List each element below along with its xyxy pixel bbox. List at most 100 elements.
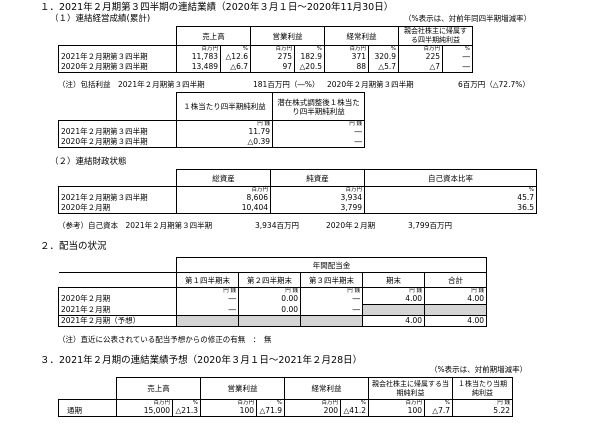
cell-value: 97: [250, 62, 295, 73]
cell-value: 0.00: [281, 294, 298, 304]
forecast-pct-note: （%表示は、対前期増減率）: [430, 365, 528, 374]
unit-label: 百万円: [423, 46, 440, 52]
cell-value: ―: [300, 304, 363, 316]
unit-label: 百万円: [153, 400, 170, 407]
cell-value: △7.7: [432, 406, 450, 415]
cell-value: ―: [442, 62, 473, 73]
cell-value: [300, 315, 363, 327]
header-ordinary-profit: 経常利益: [284, 377, 369, 400]
cell-value: [238, 315, 301, 327]
cell-value: △71.9: [259, 406, 282, 415]
unit-label: 百万円: [349, 46, 366, 52]
unit-label: %: [242, 46, 248, 52]
unit-label: 円 銭: [409, 288, 422, 295]
section2-title: ２．配当の状況: [40, 241, 107, 252]
row-label: 2021年２月期（予想）: [58, 315, 177, 327]
cell-value: ―: [462, 52, 471, 61]
unit-label: %: [360, 400, 366, 407]
cell-value: ―: [352, 294, 361, 304]
cell-value: △0.39: [176, 137, 273, 148]
unit-label: %: [316, 46, 322, 52]
cell-value: [362, 304, 425, 316]
unit-label: %: [276, 400, 282, 407]
header-eps: １株当たり当期純利益: [452, 377, 513, 400]
header-eps: １株当たり四半期純利益: [176, 92, 273, 121]
cell-value: 4.00: [362, 315, 425, 327]
cell-value: 100: [407, 406, 422, 415]
cell-value: 200: [323, 406, 338, 415]
header-total-assets: 総資産: [176, 169, 271, 187]
header-annual-dividends: 年間配当金: [176, 257, 487, 273]
unit-label: %: [444, 400, 450, 407]
dividend-revision-note: （注）直近に公表されている配当予想からの修正の有無 ： 無: [58, 335, 272, 344]
unit-label: 円 銭: [349, 121, 362, 127]
comprehensive-income-current: 181百万円（―%）: [253, 80, 320, 89]
cell-value: [176, 315, 239, 327]
header-total: 合計: [424, 272, 487, 288]
cell-value: 4.00: [405, 294, 422, 303]
cell-value: ―: [272, 137, 365, 148]
cell-value: 3,799: [270, 203, 365, 214]
cell-value: 4.00: [467, 294, 484, 303]
cell-value: △7: [398, 62, 443, 73]
unit-label: 円 銭: [471, 288, 484, 295]
header-year-end: 期末: [362, 272, 425, 288]
header-q2-end: 第２四半期末: [238, 272, 301, 288]
header-operating-profit: 営業利益: [250, 26, 325, 46]
cell-value: 320.9: [374, 52, 396, 61]
header-net-sales: 売上高: [116, 377, 201, 400]
dividends-table: 年間配当金 第１四半期末 第２四半期末 第３四半期末 期末 合計 2020年２月…: [58, 257, 487, 327]
operating-results-table: 売上高 営業利益 経常利益 親会社株主に帰属する四半期純利益 2021年２月期第…: [58, 26, 473, 73]
unit-label: 円 銭: [285, 288, 298, 295]
header-net-income: 親会社株主に帰属する四半期純利益: [398, 26, 473, 46]
subsection-operating-results: （１）連結経営成績(累計): [50, 14, 151, 24]
row-label: 2020年２月期: [61, 294, 111, 304]
cell-value: 10,404: [176, 203, 271, 214]
cell-value: △20.5: [294, 62, 325, 73]
header-net-assets: 純資産: [270, 169, 365, 187]
cell-value: 0.00: [238, 304, 301, 316]
subsection-financial-position: （２）連結財政状態: [50, 157, 127, 167]
cell-value: 13,489: [176, 62, 221, 73]
cell-value: ―: [354, 127, 363, 136]
equity-reference-current: 3,934百万円: [255, 221, 299, 230]
cell-value: 11.79: [248, 127, 270, 136]
unit-label: 百万円: [405, 400, 422, 407]
cell-value: 3,934: [340, 193, 362, 202]
cell-value: 4.00: [424, 315, 487, 327]
row-label: 2021年２月期第３四半期: [61, 193, 148, 202]
cell-value: 182.9: [300, 52, 322, 61]
cell-value: 15,000: [143, 406, 170, 415]
cell-value: △12.6: [225, 52, 248, 61]
unit-label: 百万円: [201, 46, 218, 52]
unit-label: %: [390, 46, 396, 52]
comprehensive-income-prior: 6百万円（△72.7%）: [458, 80, 530, 89]
cell-value: 36.5: [364, 203, 537, 214]
pct-note: （%表示は、対前年同四半期増減率）: [404, 14, 532, 23]
header-net-sales: 売上高: [176, 26, 251, 46]
row-label: 2021年２月期: [58, 304, 177, 316]
cell-value: 8,606: [246, 193, 268, 202]
unit-label: 円 銭: [223, 288, 236, 295]
section3-title: ３．2021年２月期の連結業績予想（2020年３月１日～2021年２月28日）: [40, 355, 363, 366]
row-label: 2020年２月期第３四半期: [58, 62, 177, 73]
row-label: 2021年２月期第３四半期: [61, 52, 148, 61]
header-net-income: 親会社株主に帰属する当期純利益: [368, 377, 453, 400]
section1-title: １．2021年２月期第３四半期の連結業績（2020年３月１日～2020年11月3…: [40, 2, 394, 13]
row-label: 2020年２月期第３四半期: [58, 137, 177, 148]
cell-value: [424, 304, 487, 316]
unit-label: 円 銭: [497, 400, 510, 407]
equity-reference-note: （参考）自己資本 2021年２月期第３四半期: [58, 221, 213, 230]
cell-value: 45.7: [517, 193, 534, 202]
cell-value: △6.7: [220, 62, 251, 73]
per-share-table: １株当たり四半期純利益 潜在株式調整後１株当たり四半期純利益 2021年２月期第…: [58, 92, 365, 148]
comprehensive-income-note: （注）包括利益 2021年２月期第３四半期: [58, 80, 205, 89]
equity-reference-prior-label: 2020年２月期: [326, 221, 376, 230]
header-ordinary-profit: 経常利益: [324, 26, 399, 46]
equity-reference-prior: 3,799百万円: [408, 221, 452, 230]
cell-value: △5.7: [368, 62, 399, 73]
cell-value: 88: [324, 62, 369, 73]
comprehensive-income-prior-label: 2020年２月期第３四半期: [327, 80, 414, 89]
cell-value: 5.22: [493, 406, 510, 415]
